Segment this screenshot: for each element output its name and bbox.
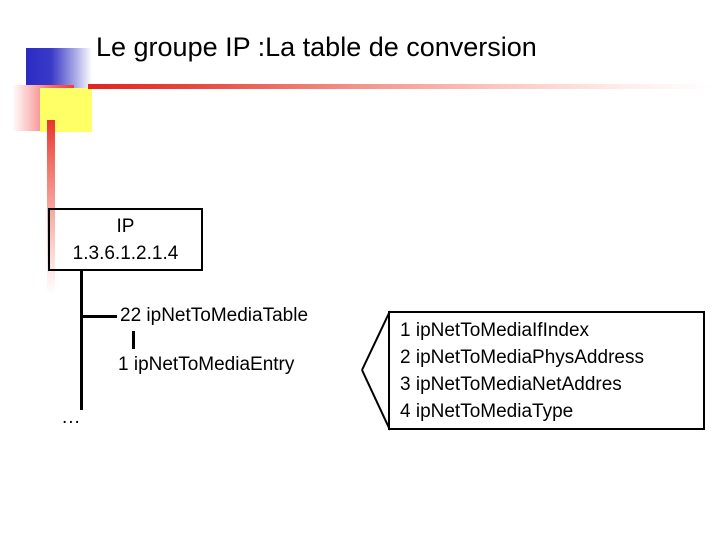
entry-field-row: 1 ipNetToMediaIfIndex bbox=[400, 320, 590, 341]
decoration-vertical-rule bbox=[47, 120, 55, 295]
entry-field-row: 3 ipNetToMediaNetAddres bbox=[400, 374, 622, 395]
entry-field-row: 4 ipNetToMediaType bbox=[400, 401, 574, 422]
ip-node-oid: 1.3.6.1.2.1.4 bbox=[72, 243, 179, 264]
tree-trunk-line bbox=[80, 271, 83, 410]
tree-node-ipnettomediaentry: 1 ipNetToMediaEntry bbox=[118, 354, 295, 375]
page-title: Le groupe IP :La table de conversion bbox=[96, 32, 537, 62]
entry-field-row: 2 ipNetToMediaPhysAddress bbox=[400, 347, 644, 368]
tree-node-ipnettomediatable: 22 ipNetToMediaTable bbox=[120, 305, 309, 326]
entry-fields-box: 1 ipNetToMediaIfIndex 2 ipNetToMediaPhys… bbox=[388, 311, 705, 430]
tree-ellipsis: ... bbox=[62, 407, 81, 428]
tree-tick-line bbox=[132, 331, 135, 349]
tree-branch-line bbox=[80, 315, 117, 318]
decoration-horizontal-rule bbox=[88, 84, 714, 89]
ip-node-box: IP 1.3.6.1.2.1.4 bbox=[48, 208, 203, 271]
ip-node-name: IP bbox=[116, 216, 135, 237]
